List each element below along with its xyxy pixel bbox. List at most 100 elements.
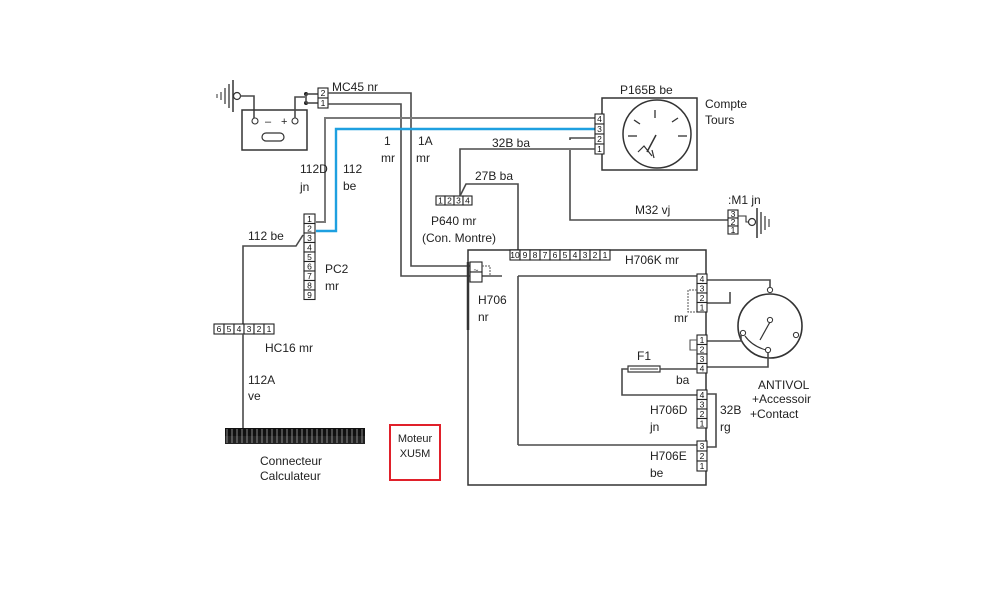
wire-32B-rg-color: rg — [720, 420, 731, 434]
svg-text:3: 3 — [731, 209, 736, 219]
svg-text:1: 1 — [731, 225, 736, 235]
fuse-label: F1 — [637, 349, 651, 363]
wire-112-color: be — [343, 179, 357, 193]
h706e-color: be — [650, 466, 664, 480]
svg-text:2: 2 — [447, 196, 452, 206]
connector-h706e: 321 — [696, 440, 708, 472]
connector-mc45: 2 1 MC45 nr — [304, 80, 378, 109]
connector-pin-number: 4 — [700, 274, 705, 284]
calc-label-2: Calculateur — [260, 469, 321, 483]
connector-pin-number: 10 — [510, 250, 520, 260]
svg-text:2: 2 — [597, 134, 602, 144]
connector-pin-number: 7 — [307, 271, 312, 281]
wire-112D — [316, 117, 602, 223]
svg-text:1: 1 — [438, 196, 443, 206]
antivol-mr-label: mr — [674, 311, 688, 325]
wire-112D-color: jn — [299, 180, 309, 194]
compte-tours-label: P165B be — [620, 83, 673, 97]
engine-title-line2: XU5M — [400, 448, 431, 460]
svg-text:2: 2 — [731, 217, 736, 227]
wire-112-be — [242, 234, 304, 324]
svg-text:4: 4 — [597, 114, 602, 124]
connector-pin-number: 3 — [700, 399, 705, 409]
connector-pin-number: 2 — [257, 324, 262, 334]
connector-pin-number: 1 — [700, 335, 705, 345]
wire-1-color: mr — [381, 151, 395, 165]
connector-pin — [696, 301, 708, 313]
connector-pin-number: 2 — [700, 451, 705, 461]
connector-m1: 3 2 1 :M1 jn — [727, 193, 770, 238]
svg-text:2: 2 — [321, 88, 326, 98]
h706d-color: jn — [649, 420, 659, 434]
fuse-wire-label: ba — [676, 373, 690, 387]
m1-label: :M1 jn — [728, 193, 761, 207]
connector-pin — [696, 460, 708, 472]
pc2-label: PC2 — [325, 262, 349, 276]
connector-pin-number: 2 — [593, 250, 598, 260]
wire-1-label: 1 — [384, 134, 391, 148]
ground-icon — [216, 80, 255, 118]
connector-pin-number: 1 — [700, 418, 705, 428]
connector-pin-number: 3 — [247, 324, 252, 334]
connector-pin-number: 8 — [307, 280, 312, 290]
connector-pin-number: 9 — [523, 250, 528, 260]
connector-pin — [696, 417, 708, 429]
engine-title-box: Moteur XU5M — [389, 424, 441, 481]
h706-label: H706 — [478, 293, 507, 307]
mc45-label: MC45 nr — [332, 80, 378, 94]
connector-pin-number: 4 — [700, 390, 705, 400]
battery-minus: – — [265, 116, 272, 128]
connector-pin — [303, 289, 316, 301]
connector-pin-number: 7 — [543, 250, 548, 260]
connector-pin — [599, 249, 611, 261]
connector-pin-number: 9 — [307, 290, 312, 300]
connector-pin-number: 1 — [700, 302, 705, 312]
connector-pin-number: 3 — [583, 250, 588, 260]
wire-112-blue — [316, 127, 602, 233]
svg-text:3: 3 — [597, 124, 602, 134]
h706-color: nr — [478, 310, 489, 324]
connector-pin-number: 4 — [573, 250, 578, 260]
svg-text:4: 4 — [465, 196, 470, 206]
connector-pin-number: 3 — [700, 283, 705, 293]
antivol: ANTIVOL +Accessoir +Contact mr — [674, 279, 811, 421]
wire-32B-rg-label: 32B — [720, 403, 741, 417]
connector-pin-number: 4 — [700, 363, 705, 373]
h706k-label: H706K mr — [625, 253, 679, 267]
connector-pin-number: 2 — [700, 344, 705, 354]
connector-pin-number: 1 — [700, 461, 705, 471]
wire-1 — [328, 103, 470, 277]
wire-112-be-label: 112 be — [248, 229, 284, 243]
connector-pin-number: 4 — [237, 324, 242, 334]
connector-pin-number: 2 — [700, 293, 705, 303]
svg-text:~: ~ — [474, 265, 479, 275]
wire-27B-label: 27B ba — [475, 169, 513, 183]
connector-pin-number: 2 — [307, 223, 312, 233]
connector-pin-number: 5 — [563, 250, 568, 260]
calc-label-1: Connecteur — [260, 454, 322, 468]
wire-27B-ba — [459, 183, 519, 250]
h706e-label: H706E — [650, 449, 687, 463]
antivol-label: ANTIVOL — [758, 378, 810, 392]
wire-1A-color: mr — [416, 151, 430, 165]
connector-pin-number: 5 — [227, 324, 232, 334]
connector-pin-number: 1 — [267, 324, 272, 334]
wire-M32 — [569, 150, 728, 221]
connector-pin-number: 5 — [307, 252, 312, 262]
antivol-accessoir: +Accessoir — [752, 392, 811, 406]
svg-text:1: 1 — [597, 144, 602, 154]
pc2-color: mr — [325, 279, 339, 293]
battery-plus: + — [281, 116, 287, 128]
engine-title-line1: Moteur — [398, 433, 433, 445]
wire-1A-label: 1A — [418, 134, 433, 148]
wire-M32-label: M32 vj — [635, 203, 670, 217]
wire-112A-color: ve — [248, 389, 261, 403]
battery: – + — [241, 96, 308, 151]
wire-32B-ba — [459, 148, 595, 196]
p640-label: P640 mr — [431, 214, 476, 228]
connector-calculateur: Connecteur Calculateur — [225, 428, 365, 483]
